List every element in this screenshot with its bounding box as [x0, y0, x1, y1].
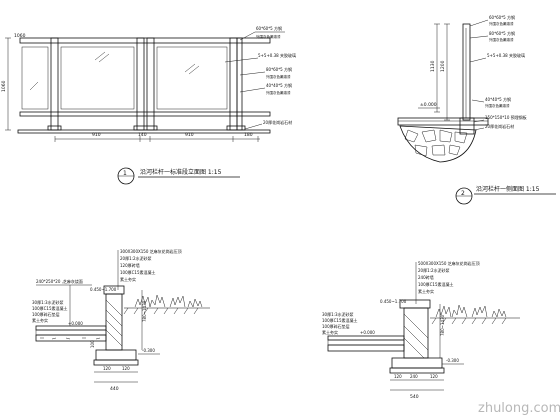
top-rail	[19, 37, 271, 44]
v1-callout-4-note: 外围灰色氟碳漆	[266, 90, 291, 95]
v2-callout-2-note: 外围灰色氟碳漆	[489, 37, 514, 42]
v2-callout-2-spec: 80*60*5 方钢	[489, 30, 515, 36]
view1-number: 1	[123, 170, 127, 177]
v3-left-note-5: 素土夯实	[32, 317, 48, 323]
v3-gravel	[35, 334, 107, 342]
v1-callout-2-spec: 5+5+0.38 夹胶玻璃	[258, 52, 296, 58]
glass-panel-2	[156, 46, 228, 110]
v3-level-top: 0.450~1.700	[90, 287, 117, 292]
v1-callout-5-spec: 20厚花岗岩石材	[263, 119, 292, 125]
v3-note-3: 120厚砖墙	[120, 262, 140, 268]
v3-level-bottom: -0.300	[142, 348, 155, 353]
v3-dim-h2: 100	[90, 340, 95, 348]
view1-title: 沿河栏杆一标准段立面图 1:15	[140, 168, 222, 176]
bottom-rail	[19, 111, 271, 117]
v3-shrubs	[134, 294, 203, 308]
v4-note-2: 20厚1:2水泥砂浆	[418, 267, 450, 273]
glass-marks	[29, 51, 200, 91]
dim-height: 1060	[1, 80, 7, 92]
v2-callout-1-note: 外围灰色氟碳漆	[489, 21, 514, 26]
v3-left-note-1: 240*250*20 ,芝麻灰烧面	[36, 278, 83, 284]
v3-dim-bottom: 440	[110, 386, 119, 392]
v4-level-bottom: -0.300	[446, 358, 459, 363]
v4-note-4: 100厚C15素混凝土	[418, 281, 454, 287]
v2-callout-4-spec: 40*40*5 方钢	[485, 96, 511, 102]
v1-callout-4-spec: 40*40*5 方钢	[266, 82, 292, 88]
dim-bay-left: 910	[92, 132, 101, 138]
v3-left-note-2: 30厚1:3水泥砂浆	[32, 299, 64, 305]
v4-left-note-3: 100厚碎石垫层	[322, 323, 350, 329]
v2-callout-3-spec: 5+5+0.38 夹胶玻璃	[487, 52, 525, 58]
side-dim-upper: 1130	[430, 60, 436, 72]
v4-level-zero: +0.000	[360, 330, 375, 335]
rubble-foundation	[399, 125, 477, 163]
v3-level-zero: +0.000	[68, 321, 83, 326]
v1-callout-3-note: 外围灰色氟碳漆	[266, 74, 291, 79]
dim-post-gap: 140	[138, 132, 147, 138]
v2-callout-6-spec: 20厚花岗岩石材	[485, 123, 514, 129]
v3-dim-height: 780~1430	[142, 300, 147, 322]
v4-dim-bottom: 540	[410, 394, 419, 400]
v2-callout-1-spec: 60*60*5 方钢	[489, 14, 515, 20]
view1-callouts: 60*60*5 方钢 外围灰色氟碳漆 5+5+0.38 夹胶玻璃 80*60*5…	[224, 25, 296, 130]
v4-gravel	[327, 344, 405, 352]
side-footing	[459, 117, 475, 135]
glass-panel-0	[21, 46, 49, 110]
v4-wall	[403, 307, 429, 359]
v1-callout-1-note: 外围灰色氟碳漆	[256, 34, 281, 39]
v4-left-note-2: 100厚C15素混凝土	[322, 317, 358, 323]
v4-level-top: 0.450~1.700	[380, 299, 407, 304]
dim-end: 180	[244, 132, 253, 138]
v1-callout-3-spec: 80*60*5 方钢	[266, 66, 292, 72]
v4-note-1: 500X300X150 芝麻灰花岗岩压顶	[418, 260, 480, 266]
v4-dim-w3: 120	[430, 374, 438, 379]
v1-callout-1-spec: 60*60*5 方钢	[256, 25, 282, 31]
v3-note-2: 20厚1:2水泥砂浆	[120, 255, 152, 261]
view3-section: 300X300X150 芝麻灰花岗岩压顶 20厚1:2水泥砂浆 120厚砖墙 1…	[32, 248, 210, 392]
view2-number: 2	[461, 190, 465, 197]
v3-dim-w1: 120	[103, 366, 111, 371]
v3-note-5: 素土夯实	[120, 276, 136, 282]
v4-dim-w2: 240	[410, 374, 418, 379]
rubble-stones	[404, 129, 468, 157]
v4-left-note-1: 30厚1:3水泥砂浆	[322, 311, 354, 317]
v4-left-note-4: 素土夯实	[322, 329, 338, 335]
dim-bay-right: 910	[185, 132, 194, 138]
v3-note-4: 100厚C15素混凝土	[120, 269, 156, 275]
view2-callouts: 60*60*5 方钢 外围灰色氟碳漆 80*60*5 方钢 外围灰色氟碳漆 5+…	[469, 14, 527, 131]
side-level: ±0.000	[420, 102, 437, 108]
v4-dim-w1: 120	[394, 374, 402, 379]
side-dim-total: 1200	[440, 60, 446, 72]
v3-left-note-3: 100厚C15素混凝土	[32, 305, 68, 311]
v4-dim-height: 780~1430	[440, 314, 445, 336]
side-post	[462, 23, 471, 121]
view1-elevation: 1060 1060 910 140 910 180 60*60*5 方钢 外围灰…	[1, 25, 296, 185]
dim-top-left: 1060	[14, 33, 26, 39]
view2-side: 1130 1200 ±0.000 60*60*5 方钢 外围灰色氟碳漆 80*6…	[397, 14, 556, 205]
side-slab	[397, 117, 489, 126]
watermark: zhulong.com	[478, 401, 560, 416]
v3-left-note-4: 100厚碎石垫层	[32, 311, 60, 317]
v4-shrubs	[435, 304, 507, 318]
v4-note-3: 240砖墙	[418, 274, 434, 280]
v2-callout-4-note: 外围灰色氟碳漆	[485, 103, 510, 108]
view2-title: 沿河栏杆一侧面图 1:15	[476, 185, 540, 193]
v3-paving	[35, 325, 107, 331]
view4-section: 500X300X150 芝麻灰花岗岩压顶 20厚1:2水泥砂浆 240砖墙 10…	[322, 260, 520, 400]
v3-dim-w2: 120	[122, 366, 130, 371]
v4-footing	[391, 357, 443, 369]
v4-note-5: 素土夯实	[418, 288, 434, 294]
v3-note-1: 300X300X150 芝麻灰花岗岩压顶	[120, 248, 182, 254]
v3-footing	[95, 349, 137, 361]
v4-paving	[327, 335, 405, 341]
v2-callout-5-spec: 150*150*10 预埋钢板	[485, 114, 527, 120]
glass-panel-1	[60, 46, 135, 110]
